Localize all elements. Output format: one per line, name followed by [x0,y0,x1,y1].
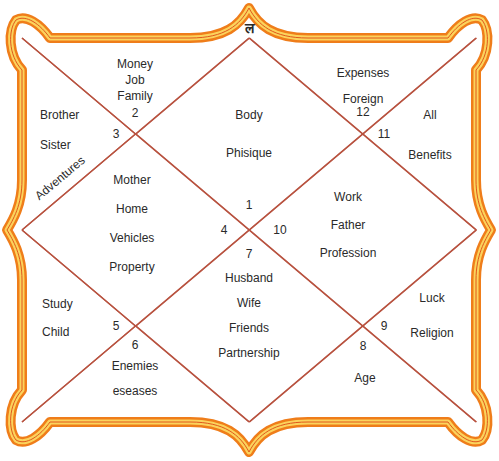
house-label: Body Phisique [226,96,272,172]
house-line [136,38,250,134]
house-line [363,326,477,422]
frame-inner-line [7,8,491,452]
frame-outer [7,8,491,452]
house-number: 5 [113,319,120,333]
house-line [363,38,477,134]
house-label: Expenses Foreign [337,60,390,112]
house-line [249,326,363,422]
house-line [363,326,477,422]
house-label: Age [354,371,375,385]
house-number: 3 [113,127,120,141]
house-label: Mother Home Vehicles Property [109,166,154,282]
house-cell: लBody Phisique1 [136,38,363,230]
frame-band [7,8,491,452]
house-label: Luck Religion [410,281,453,351]
house-number: 6 [132,338,139,352]
house-line [136,326,250,422]
house-label: Study Child [42,290,73,346]
house-outline [249,38,476,134]
house-line [136,134,250,230]
house-cell: Age 8 [249,326,476,422]
house-label: Adventures [32,153,88,203]
house-line [249,38,363,134]
house-number: 11 [378,127,390,141]
house-label: ल [245,21,254,35]
house-line [249,230,363,326]
house-number: 9 [381,319,388,333]
house-line [22,326,136,422]
house-line [363,230,477,326]
house-line [136,326,250,422]
house-number: 8 [360,339,367,353]
house-line [22,326,136,422]
house-line [249,134,363,230]
house-line [363,38,477,134]
house-cell: Enemies eseases 6 [22,326,249,422]
house-number: 2 [132,106,139,120]
house-label: Money Job Family [117,56,153,104]
house-line [249,326,363,422]
house-label: Work Father Profession [320,183,377,267]
house-cell: Luck Religion 9 [363,230,477,422]
house-line [363,230,477,326]
house-number: 1 [246,198,253,212]
house-number: 12 [356,105,369,119]
house-label: Enemies eseases [112,354,159,404]
house-number: 4 [221,223,228,237]
house-label: Brother Sister [40,100,79,160]
house-line [22,230,136,326]
house-label: Husband Wife Friends Partnership [218,266,279,366]
house-line [136,38,250,134]
house-number: 7 [246,247,253,261]
house-label: All Benefits [408,95,451,175]
house-cell: Expenses Foreign12 [249,38,476,134]
house-line [249,38,363,134]
house-number: 10 [273,223,286,237]
